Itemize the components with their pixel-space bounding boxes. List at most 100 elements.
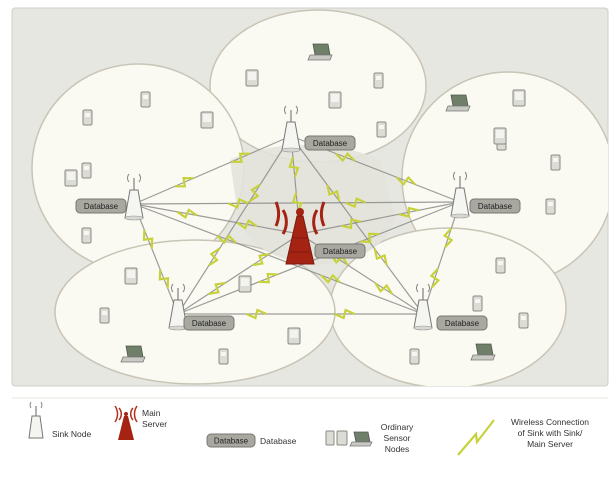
wireless-bolt [158, 269, 170, 289]
wireless-bolt [341, 218, 362, 230]
server-signal-arc [312, 209, 319, 235]
wireless-bolt [245, 308, 267, 320]
server-signal-arc [274, 201, 281, 227]
database-badge: Database [436, 315, 488, 331]
sensor-node-icon [545, 198, 556, 215]
link-line [133, 203, 301, 235]
database-badge: Database [314, 243, 366, 259]
link-line [422, 201, 461, 315]
wireless-bolt [334, 152, 356, 163]
sensor-node-icon [495, 257, 506, 274]
wireless-bolt [258, 272, 278, 284]
ordinary-sensor-nodes-icon [325, 430, 373, 447]
legend-database-badge-text: Database [214, 437, 249, 446]
sensor-node-icon [512, 89, 526, 107]
sensor-node-icon [518, 312, 529, 329]
sensor-node-icon [200, 111, 214, 129]
sensor-node-icon [124, 267, 138, 285]
sensor-node-icon [218, 348, 229, 365]
sensor-node-icon [493, 127, 507, 145]
link-line [133, 203, 424, 315]
laptop-icon [445, 94, 471, 112]
wireless-bolt [248, 183, 261, 203]
server-signal-arc [281, 209, 288, 235]
database-badge: Database [75, 198, 127, 214]
wireless-bolt [345, 197, 367, 209]
wireless-links [133, 135, 461, 320]
wireless-bolt [175, 177, 194, 188]
laptop-icon [120, 345, 146, 363]
link-line [299, 201, 461, 235]
sensor-node-icon [328, 91, 342, 109]
sink-node-top [281, 105, 301, 153]
wireless-bolt [216, 234, 237, 245]
wireless-bolt [208, 281, 226, 295]
wireless-bolt [334, 308, 356, 320]
central-overlap-region [230, 145, 395, 265]
database-badge-label: Database [313, 139, 348, 148]
link-line [290, 135, 424, 315]
wireless-bolt [398, 206, 419, 218]
database-badge-label: Database [84, 202, 119, 211]
sensor-devices [64, 43, 561, 365]
wireless-bolt [231, 152, 250, 163]
sensor-node-icon [64, 169, 78, 187]
database-badge-label: Database [323, 247, 358, 256]
wireless-bolt [142, 229, 154, 249]
wireless-bolt [373, 248, 388, 266]
sensor-node-icon [82, 109, 93, 126]
link-line [133, 203, 179, 315]
wireless-bolt [326, 184, 341, 202]
sink-node-right [450, 171, 470, 219]
sink-nodes [124, 105, 470, 331]
sensor-node-icon [245, 69, 259, 87]
database-badge: Database [469, 198, 521, 214]
wireless-bolt [227, 197, 249, 209]
wireless-bolt [288, 157, 300, 178]
wireless-bolt [429, 267, 441, 289]
sink-node-left [124, 173, 144, 221]
sensor-node-icon [287, 327, 301, 345]
legend: Sink Node Main Server Database Database [12, 397, 608, 456]
sensor-node-icon [99, 307, 110, 324]
legend-main-server-label-line1: Main [142, 408, 161, 418]
wireless-connection-icon [457, 419, 495, 456]
sensor-node-icon [81, 227, 92, 244]
legend-ordinary-sensor-line2: Sensor [384, 433, 411, 443]
sensor-node-icon [472, 295, 483, 312]
wireless-bolt [176, 208, 198, 220]
main-server [274, 201, 326, 265]
sensor-node-icon [81, 162, 92, 179]
legend-ordinary-sensor-line3: Nodes [385, 444, 410, 454]
legend-main-server-label-line2: Server [142, 419, 167, 429]
legend-database-label: Database [260, 436, 297, 446]
legend-wireless-line2: of Sink with Sink/ [518, 428, 583, 438]
database-badge-label: Database [478, 202, 513, 211]
sink-node-bottom-left [168, 283, 188, 331]
laptop-icon [307, 43, 333, 61]
database-badge-label: Database [445, 319, 480, 328]
wireless-bolt [360, 232, 380, 244]
legend-sink-node-label: Sink Node [52, 429, 91, 439]
database-badge-icon: Database [206, 433, 256, 448]
wireless-bolt [374, 282, 393, 295]
sink-node-icon [28, 401, 44, 439]
sensor-node-icon [373, 72, 384, 89]
wireless-bolt [291, 192, 303, 213]
sensor-node-icon [376, 121, 387, 138]
main-server-icon [114, 405, 138, 440]
wireless-bolt [442, 227, 454, 249]
laptop-icon [470, 343, 496, 361]
wireless-bolt [208, 247, 221, 267]
wireless-bolt [320, 273, 341, 284]
sink-node-bottom-right [413, 283, 433, 331]
legend-wireless-line1: Wireless Connection [511, 417, 589, 427]
link-line [133, 135, 292, 205]
legend-wireless-line3: Main Server [527, 439, 573, 449]
link-line [177, 233, 301, 315]
wireless-bolt [252, 253, 270, 267]
sensor-node-icon [409, 348, 420, 365]
